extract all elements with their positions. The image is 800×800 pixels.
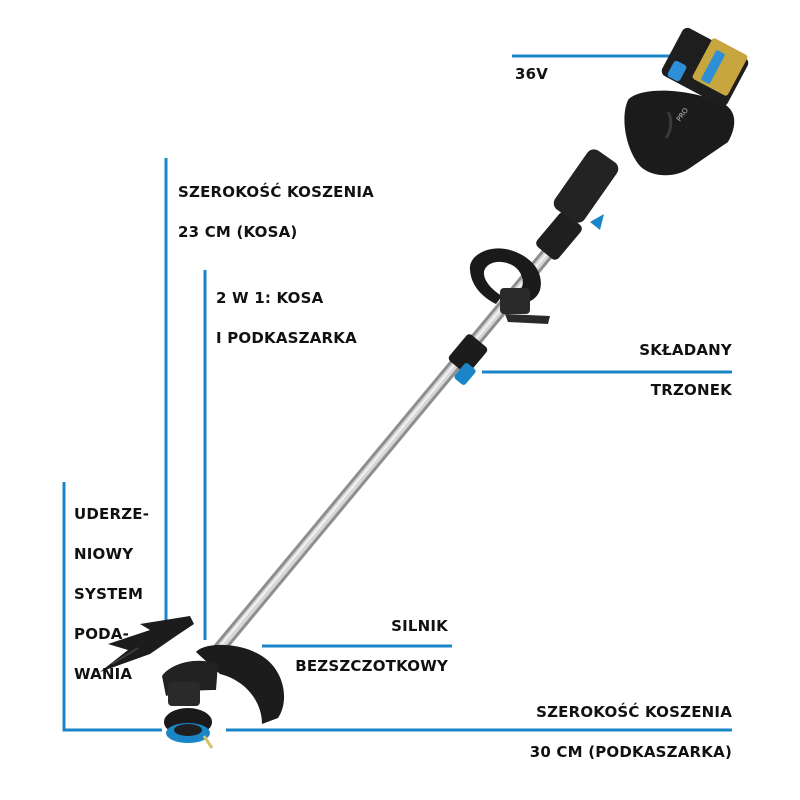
trimmer-cut-width-line1: SZEROKOŚĆ KOSZENIA xyxy=(536,703,732,721)
folding-shaft-line2: TRZONEK xyxy=(650,381,732,399)
folding-joint xyxy=(448,334,488,385)
blade-cut-width-line2: 23 CM (KOSA) xyxy=(178,223,298,241)
blade-cut-width-line1: SZEROKOŚĆ KOSZENIA xyxy=(178,183,374,201)
motor-head-icon: PRO xyxy=(624,90,735,176)
motor-line2: BEZSZCZOTKOWY xyxy=(295,657,448,675)
folding-shaft-label: SKŁADANY TRZONEK xyxy=(639,320,732,420)
blade-cut-width-label: SZEROKOŚĆ KOSZENIA 23 CM (KOSA) xyxy=(178,162,374,262)
bump-feed-line4: PODA- xyxy=(74,625,130,643)
battery-icon xyxy=(661,27,749,107)
trimmer-head xyxy=(162,644,285,749)
motor-line1: SILNIK xyxy=(391,617,448,635)
bump-feed-line3: SYSTEM xyxy=(74,585,144,603)
two-in-one-line2: I PODKASZARKA xyxy=(216,329,357,347)
callout-lines xyxy=(62,54,732,732)
blade-icon xyxy=(100,616,194,672)
folding-shaft-line1: SKŁADANY xyxy=(639,341,732,359)
bump-feed-callout-line xyxy=(62,482,162,732)
bump-feed-line1: UDERZE- xyxy=(74,505,150,523)
trimmer-cut-width-line2: 30 CM (PODKASZARKA) xyxy=(529,743,732,761)
bump-feed-line5: WANIA xyxy=(74,665,133,683)
bump-feed-label: UDERZE- NIOWY SYSTEM PODA- WANIA xyxy=(74,484,149,704)
two-in-one-label: 2 W 1: KOSA I PODKASZARKA xyxy=(216,268,357,368)
motor-label: SILNIK BEZSZCZOTKOWY xyxy=(295,596,448,696)
upper-tube xyxy=(536,149,619,260)
two-in-one-line1: 2 W 1: KOSA xyxy=(216,289,324,307)
bump-feed-line2: NIOWY xyxy=(74,545,134,563)
handle-icon xyxy=(469,248,550,324)
trimmer-cut-width-label: SZEROKOŚĆ KOSZENIA 30 CM (PODKASZARKA) xyxy=(530,682,732,782)
voltage-label: 36V xyxy=(515,65,549,83)
